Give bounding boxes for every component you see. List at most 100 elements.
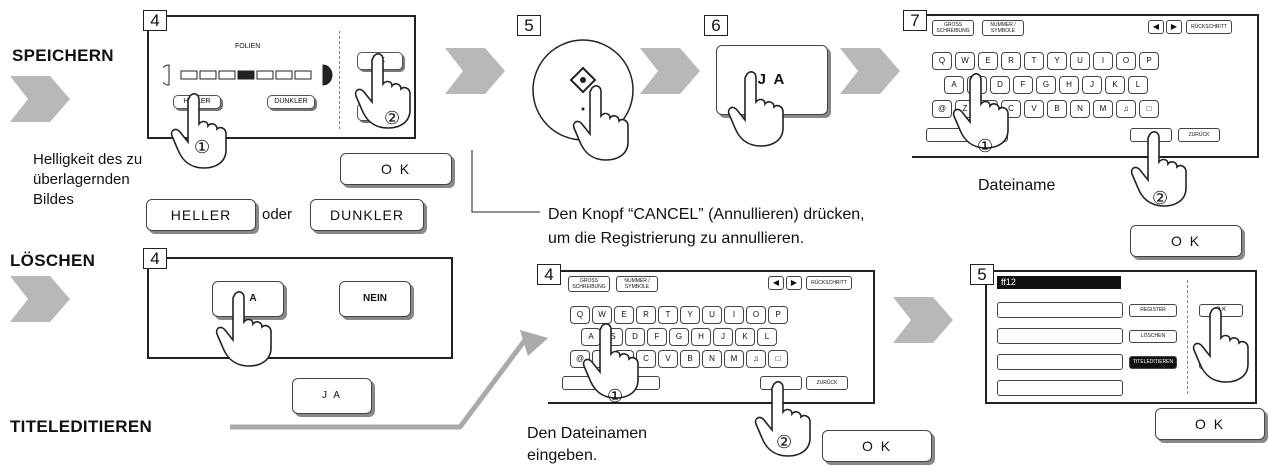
key[interactable]: E <box>614 306 634 324</box>
circled-one: ① <box>977 136 994 156</box>
key[interactable]: Q <box>570 306 590 324</box>
key[interactable]: D <box>625 328 645 346</box>
nummer-symbole-button[interactable]: NUMMER /SYMBOLE <box>982 20 1024 36</box>
list-item[interactable] <box>997 328 1123 344</box>
ok-large-button[interactable]: O K <box>822 430 932 462</box>
left-arrow-button[interactable]: ◀ <box>768 276 784 290</box>
circled-one: ① <box>607 386 624 406</box>
key[interactable]: K <box>735 328 755 346</box>
ok-large-button[interactable]: O K <box>340 153 452 185</box>
key[interactable]: □ <box>1139 100 1159 118</box>
ja-small-button[interactable]: J A <box>292 378 372 414</box>
key[interactable]: A <box>944 76 964 94</box>
key[interactable]: F <box>1013 76 1033 94</box>
key[interactable]: K <box>1105 76 1125 94</box>
key[interactable]: Q <box>932 52 952 70</box>
key[interactable]: D <box>990 76 1010 94</box>
list-item[interactable] <box>997 354 1123 370</box>
key[interactable]: Y <box>1047 52 1067 70</box>
key[interactable]: J <box>713 328 733 346</box>
divider <box>1187 280 1189 394</box>
pointing-hand-icon <box>170 93 227 169</box>
key[interactable]: P <box>768 306 788 324</box>
ja-button[interactable]: J A <box>212 281 284 317</box>
key[interactable]: H <box>691 328 711 346</box>
key[interactable]: U <box>702 306 722 324</box>
key[interactable]: R <box>636 306 656 324</box>
key[interactable]: V <box>658 350 678 368</box>
right-arrow-button[interactable]: ▶ <box>786 276 802 290</box>
key[interactable]: □ <box>768 350 788 368</box>
key[interactable]: E <box>978 52 998 70</box>
key[interactable]: B <box>1047 100 1067 118</box>
brightness-slider[interactable] <box>163 62 343 88</box>
ok-large-button[interactable]: O K <box>1155 408 1265 440</box>
arrow-right-icon <box>893 297 953 343</box>
arrow-right-icon <box>10 76 70 122</box>
right-arrow-button[interactable]: ▶ <box>1166 20 1182 34</box>
rueckschritt-button[interactable]: RÜCKSCHRITT <box>806 276 852 290</box>
panel-title: FOLIEN <box>235 43 261 50</box>
key[interactable]: J <box>1082 76 1102 94</box>
key[interactable]: G <box>1036 76 1056 94</box>
key[interactable]: M <box>1093 100 1113 118</box>
ok-large-button[interactable]: O K <box>1130 225 1242 257</box>
key[interactable]: G <box>669 328 689 346</box>
key[interactable]: B <box>680 350 700 368</box>
dunkler-large-button[interactable]: DUNKLER <box>310 199 424 231</box>
list-item[interactable] <box>997 302 1123 318</box>
key[interactable]: Y <box>680 306 700 324</box>
list-header-field[interactable]: ff12 <box>997 276 1121 289</box>
key[interactable]: O <box>1116 52 1136 70</box>
heller-large-button[interactable]: HELLER <box>146 199 256 231</box>
key[interactable]: W <box>592 306 612 324</box>
step-number-6: 6 <box>704 15 728 36</box>
step-number-4: 4 <box>143 10 167 31</box>
nein-button[interactable]: NEIN <box>339 281 411 317</box>
register-button[interactable]: REGISTER <box>1129 304 1177 317</box>
key[interactable]: T <box>1024 52 1044 70</box>
key[interactable]: N <box>702 350 722 368</box>
list-item[interactable] <box>997 380 1123 396</box>
key[interactable]: L <box>1128 76 1148 94</box>
key[interactable]: U <box>1070 52 1090 70</box>
section-titeleditieren: TITELEDITIEREN <box>10 417 153 436</box>
loeschen-button[interactable]: LÖSCHEN <box>1129 330 1177 343</box>
pointing-hand-icon <box>1192 307 1249 383</box>
zurueck-button[interactable]: ZURÜCK <box>806 376 848 390</box>
arrow-right-icon <box>10 276 70 322</box>
key[interactable]: I <box>1093 52 1113 70</box>
key[interactable]: V <box>1024 100 1044 118</box>
left-arrow-button[interactable]: ◀ <box>1148 20 1164 34</box>
rueckschritt-button[interactable]: RÜCKSCHRITT <box>1186 20 1232 34</box>
divider <box>339 31 341 129</box>
key[interactable]: T <box>658 306 678 324</box>
key[interactable]: O <box>746 306 766 324</box>
section-loeschen: LÖSCHEN <box>10 251 96 270</box>
key[interactable]: L <box>757 328 777 346</box>
key[interactable]: M <box>724 350 744 368</box>
key[interactable]: ♫ <box>746 350 766 368</box>
titeleditieren-button[interactable]: TITELEDITIEREN <box>1129 356 1177 369</box>
key[interactable]: P <box>1139 52 1159 70</box>
key[interactable]: N <box>1070 100 1090 118</box>
key[interactable]: F <box>647 328 667 346</box>
key[interactable]: H <box>1059 76 1079 94</box>
key[interactable]: I <box>724 306 744 324</box>
step-number-4: 4 <box>143 248 167 269</box>
zurueck-button[interactable]: ZURÜCK <box>1178 128 1220 142</box>
key[interactable]: W <box>955 52 975 70</box>
dunkler-button[interactable]: DUNKLER <box>267 95 315 109</box>
step-number-7: 7 <box>903 10 927 31</box>
pointing-hand-icon <box>952 73 1009 149</box>
section-speichern: SPEICHERN <box>12 46 114 65</box>
nummer-symbole-button[interactable]: NUMMER /SYMBOLE <box>616 276 658 292</box>
key[interactable]: R <box>1001 52 1021 70</box>
key[interactable]: ♫ <box>1116 100 1136 118</box>
key[interactable]: @ <box>932 100 952 118</box>
oder-text: oder <box>262 206 293 223</box>
circled-two: ② <box>384 108 401 128</box>
